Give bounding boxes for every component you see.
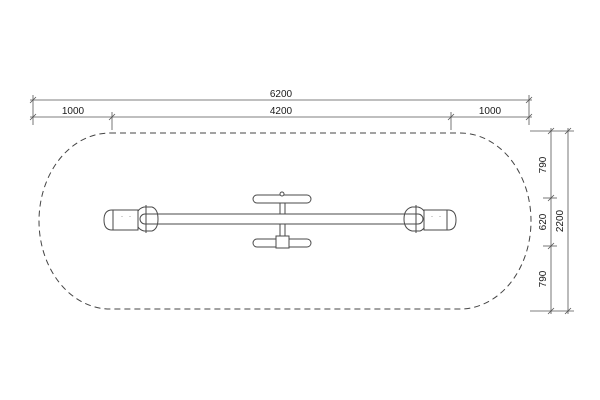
vertical-dimensions: 790 620 790 2200 xyxy=(530,127,574,315)
right-seat xyxy=(423,209,457,231)
center-bolt xyxy=(279,191,285,197)
center-length-label: 4200 xyxy=(270,106,293,117)
main-beam xyxy=(139,213,424,225)
horizontal-dimensions: 6200 1000 4200 1000 xyxy=(29,89,533,130)
left-clearance-label: 1000 xyxy=(62,106,85,117)
seesaw-equipment xyxy=(103,191,457,249)
right-clearance-label: 1000 xyxy=(479,106,502,117)
overall-width-label: 2200 xyxy=(555,209,566,232)
equipment-width-label: 620 xyxy=(538,213,549,230)
safety-zone-outline xyxy=(38,132,532,310)
overall-length-label: 6200 xyxy=(270,89,293,100)
bottom-clearance-label: 790 xyxy=(538,270,549,287)
left-seat xyxy=(103,209,139,231)
pivot-block xyxy=(275,235,290,249)
top-clearance-label: 790 xyxy=(538,156,549,173)
